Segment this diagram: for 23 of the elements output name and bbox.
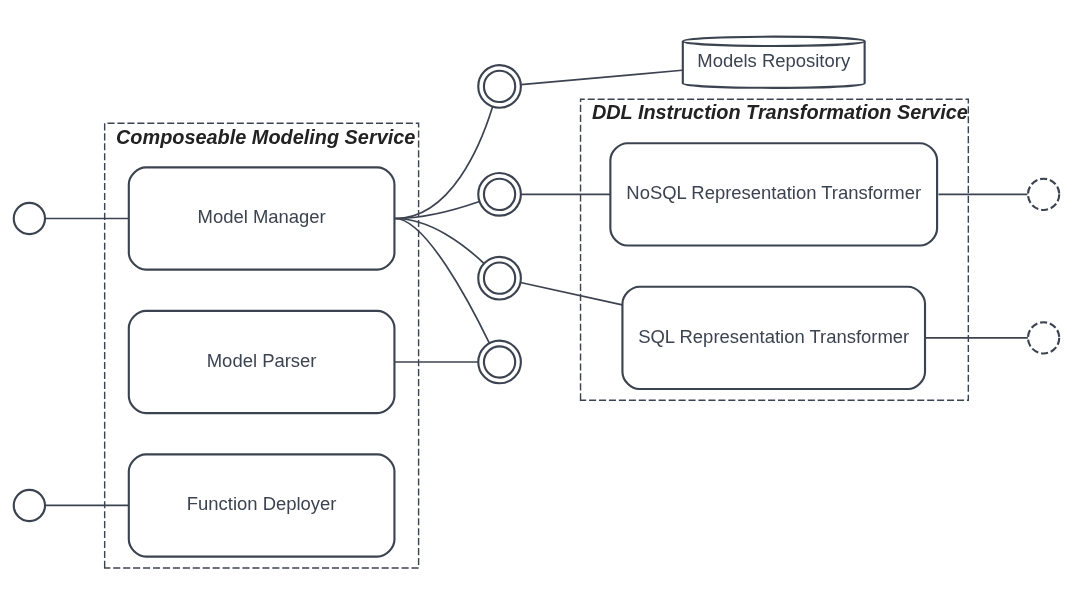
node-arc (1026, 320, 1061, 355)
node-circle (477, 339, 522, 384)
node-circle (477, 63, 522, 109)
connector (394, 105, 494, 219)
connector (520, 68, 684, 85)
connector (44, 504, 130, 506)
node-box: Model Manager (127, 165, 396, 271)
connector (520, 193, 612, 195)
connector (519, 281, 624, 306)
node-box: Model Parser (127, 309, 396, 414)
node-circle (477, 171, 522, 217)
node-box: SQL Representation Transformer (621, 285, 927, 390)
node-circle (477, 255, 522, 301)
node-box: Function Deployer (127, 452, 396, 558)
node-box: NoSQL Representation Transformer (609, 141, 939, 247)
connector (44, 217, 130, 219)
node-circle (12, 201, 47, 235)
connector (924, 336, 1029, 339)
node-circle (12, 488, 47, 522)
node-arc (1026, 177, 1061, 211)
connector (394, 360, 480, 363)
connector (394, 217, 491, 344)
connector (937, 193, 1029, 195)
